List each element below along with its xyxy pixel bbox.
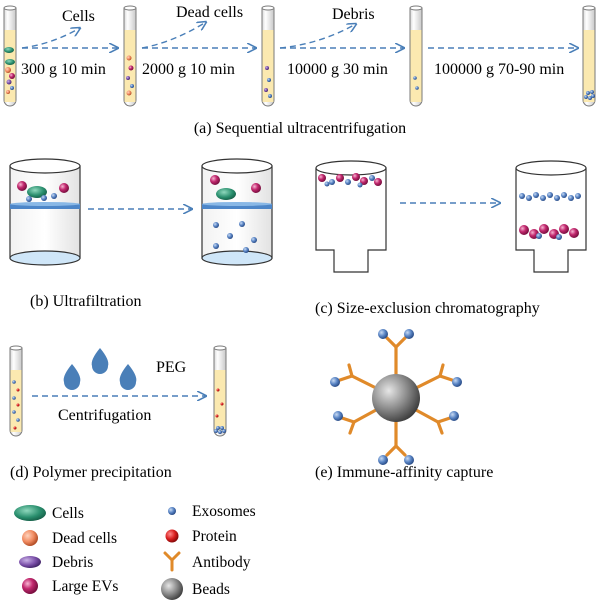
panel-e: (e) Immune-affinity capture — [315, 329, 493, 481]
caption-c: (c) Size-exclusion chromatography — [315, 300, 540, 317]
reagent-label: PEG — [156, 359, 187, 376]
legend-protein-icon — [165, 529, 179, 543]
step-label-1: 300 g 10 min — [21, 61, 106, 78]
filter-vessel-after — [201, 158, 273, 266]
caption-e: (e) Immune-affinity capture — [315, 464, 493, 481]
panel-a-arrows — [21, 22, 578, 48]
caption-d: (d) Polymer precipitation — [10, 464, 172, 481]
legend-label-cells: Cells — [52, 505, 84, 522]
legend-dead-cell-icon — [22, 530, 38, 546]
legend-label-antibody: Antibody — [192, 554, 251, 571]
legend-cell-icon — [14, 505, 46, 521]
tube-5 — [582, 5, 596, 107]
removed-label-dead-cells: Dead cells — [176, 4, 243, 21]
panel-c: (c) Size-exclusion chromatography — [315, 160, 587, 317]
tube-4 — [409, 5, 423, 107]
tube-3 — [261, 5, 275, 107]
panel-a: Cells Dead cells Debris 300 g 10 min 200… — [3, 4, 596, 137]
legend-label-beads: Beads — [192, 581, 230, 598]
caption-a: (a) Sequential ultracentrifugation — [194, 120, 406, 137]
panel-b: (b) Ultrafiltration — [9, 158, 273, 310]
legend-label-debris: Debris — [52, 554, 93, 571]
caption-b: (b) Ultrafiltration — [30, 293, 142, 310]
step-label-4: 100000 g 70-90 min — [434, 61, 564, 78]
legend-label-protein: Protein — [192, 528, 237, 545]
legend-label-dead-cells: Dead cells — [52, 530, 117, 547]
bead-with-antibodies — [330, 329, 462, 465]
tube-1 — [3, 5, 17, 107]
process-label: Centrifugation — [58, 407, 151, 424]
legend: Cells Dead cells Debris Large EVs Exosom… — [14, 503, 256, 600]
step-label-3: 10000 g 30 min — [287, 61, 388, 78]
column-before — [315, 160, 387, 273]
tube-d-before — [9, 345, 23, 437]
legend-large-ev-icon — [22, 578, 38, 594]
legend-label-large-evs: Large EVs — [52, 578, 118, 595]
filter-vessel-before — [9, 158, 81, 266]
removed-label-debris: Debris — [332, 6, 375, 23]
legend-antibody-icon — [163, 551, 181, 572]
legend-label-exosomes: Exosomes — [192, 503, 256, 520]
panel-d: PEG Centrifugation (d) Polymer precipita… — [9, 345, 227, 481]
legend-exosome-icon — [168, 507, 176, 515]
step-label-2: 2000 g 10 min — [142, 61, 235, 78]
tube-2 — [123, 5, 137, 107]
peg-drops-icon — [63, 348, 137, 390]
legend-debris-icon — [19, 556, 41, 568]
column-after — [515, 160, 587, 273]
removed-label-cells: Cells — [62, 8, 95, 25]
legend-bead-icon — [161, 578, 183, 600]
tube-d-after — [213, 345, 227, 437]
